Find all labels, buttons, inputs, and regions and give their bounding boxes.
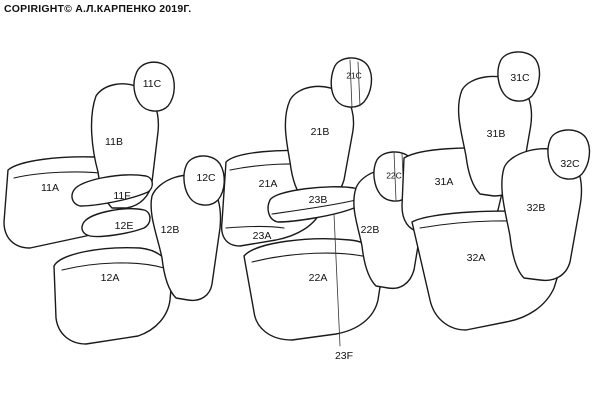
seat-cushion-22a — [243, 238, 383, 341]
label-31c: 31C — [510, 72, 530, 84]
label-11b: 11B — [105, 136, 123, 148]
label-32a: 32A — [467, 252, 486, 264]
label-12b: 12B — [161, 224, 180, 236]
label-32c: 32C — [560, 158, 580, 170]
part-labels: 11C 11B 11A 11F 12E 12C 12B 12A 21C 21B … — [41, 70, 580, 362]
label-11f: 11F — [113, 190, 130, 202]
seat-cushion-12a — [53, 246, 173, 345]
label-32b: 32B — [527, 202, 546, 214]
label-23f: 23F — [335, 350, 353, 362]
label-21a: 21A — [259, 178, 278, 190]
copyright-notice: COPIRIGHT© А.Л.КАРПЕНКО 2019Г. — [4, 3, 192, 15]
seat-headrest-32c — [547, 129, 591, 180]
label-31b: 31B — [487, 128, 506, 140]
label-12a: 12A — [101, 272, 120, 284]
seat-group-front — [3, 61, 225, 345]
label-12e: 12E — [115, 220, 134, 232]
seat-headrest-21c — [330, 57, 373, 108]
seat-group-rear — [401, 51, 591, 331]
label-12c: 12C — [196, 172, 216, 184]
label-11c: 11C — [143, 78, 162, 90]
label-11a: 11A — [41, 182, 59, 194]
armrest-12e — [81, 208, 151, 238]
leader-line-23f — [333, 213, 341, 347]
seat-headrest-11c — [133, 61, 175, 112]
label-22c: 22C — [386, 170, 402, 180]
seat-headrest-12c — [183, 155, 225, 206]
label-22b: 22B — [361, 224, 380, 236]
label-23b: 23B — [309, 194, 328, 206]
label-31a: 31A — [435, 176, 454, 188]
label-21c: 21C — [346, 70, 362, 80]
seat-group-middle — [220, 57, 425, 347]
seat-headrest-31c — [497, 51, 541, 102]
label-21b: 21B — [311, 126, 330, 138]
armrest-11f — [71, 174, 153, 207]
label-23a: 23A — [253, 230, 272, 242]
label-22a: 22A — [309, 272, 328, 284]
